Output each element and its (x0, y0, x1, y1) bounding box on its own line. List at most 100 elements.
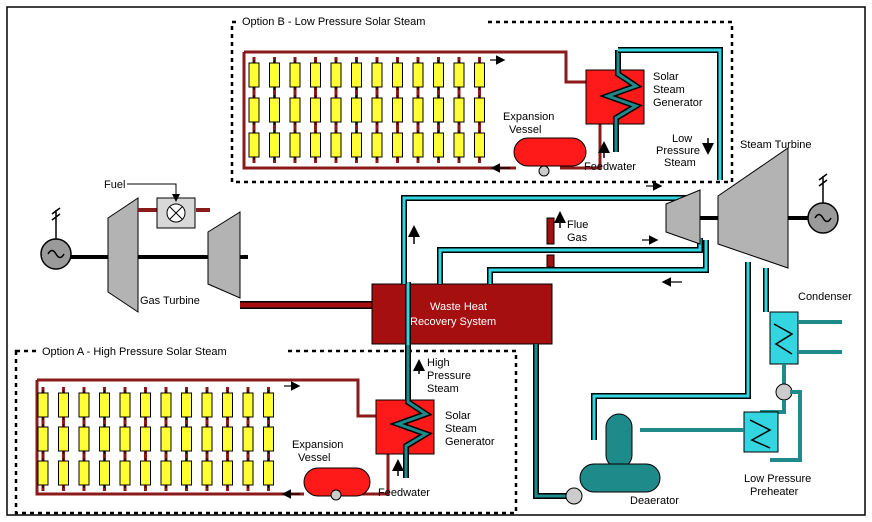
solar-collector-tube (392, 94, 403, 126)
svg-text:Waste Heat: Waste Heat (430, 301, 487, 313)
solar-collector-tube (248, 94, 260, 126)
steam-turbine (717, 147, 789, 269)
solar-collector-tube (330, 94, 342, 126)
solar-collector-tube (78, 457, 90, 489)
svg-text:Generator: Generator (653, 97, 703, 109)
option-b-solar-field (242, 50, 590, 170)
generator-icon (807, 202, 839, 234)
solar-collector-tube (371, 94, 383, 126)
svg-text:Feedwater: Feedwater (378, 487, 430, 499)
solar-collector-tube (181, 423, 192, 455)
solar-collector-tube (474, 94, 485, 126)
solar-collector-tube (160, 423, 172, 455)
solar-collector-tube (222, 457, 233, 489)
solar-collector-tube (412, 59, 424, 91)
solar-collector-tube (37, 457, 49, 489)
solar-collector-tube (310, 129, 321, 161)
solar-collector-tube (289, 94, 301, 126)
solar-collector-tube (289, 129, 301, 161)
solar-collector-tube (160, 457, 172, 489)
svg-text:Expansion: Expansion (503, 111, 554, 123)
solar-collector-tube (119, 423, 131, 455)
svg-text:Recovery System: Recovery System (410, 316, 496, 328)
pump-icon (538, 165, 550, 177)
solar-collector-tube (140, 423, 151, 455)
solar-collector-tube (58, 389, 69, 421)
svg-text:Solar: Solar (653, 71, 679, 83)
solar-collector-tube (201, 389, 213, 421)
condenser (769, 311, 799, 365)
solar-collector-tube (248, 59, 260, 91)
solar-collector-tube (160, 389, 172, 421)
pump-icon (565, 487, 583, 505)
flue-stack (546, 217, 555, 245)
outer-frame (6, 6, 866, 516)
solar-collector-tube (269, 59, 280, 91)
solar-collector-tube (371, 129, 383, 161)
gas-turbine-expander (207, 211, 241, 299)
svg-text:Steam: Steam (653, 84, 685, 96)
solar-collector-tube (474, 59, 485, 91)
solar-collector-tube (263, 423, 274, 455)
solar-collector-tube (119, 389, 131, 421)
svg-text:Vessel: Vessel (509, 124, 541, 136)
solar-collector-tube (392, 129, 403, 161)
solar-collector-tube (222, 423, 233, 455)
solar-collector-tube (181, 457, 192, 489)
solar-collector-tube (99, 457, 110, 489)
solar-collector-tube (58, 423, 69, 455)
solar-collector-tube (99, 389, 110, 421)
pump-icon (330, 489, 342, 501)
solar-collector-tube (248, 129, 260, 161)
option-a-title: Option A - High Pressure Solar Steam (42, 346, 227, 358)
svg-text:Fuel: Fuel (104, 179, 125, 191)
solar-collector-tube (433, 129, 444, 161)
solar-collector-tube (310, 59, 321, 91)
svg-text:Steam: Steam (664, 157, 696, 169)
solar-collector-tube (453, 59, 465, 91)
solar-collector-tube (58, 457, 69, 489)
waste-heat-recovery-system (371, 283, 553, 345)
solar-collector-tube (99, 423, 110, 455)
svg-text:Flue: Flue (567, 219, 588, 231)
solar-collector-tube (222, 389, 233, 421)
svg-text:Condenser: Condenser (798, 291, 852, 303)
solar-collector-tube (201, 457, 213, 489)
hp-steam-turbine (665, 189, 701, 245)
solar-collector-tube (351, 94, 362, 126)
solar-collector-tube (242, 423, 254, 455)
svg-text:Pressure: Pressure (427, 370, 471, 382)
svg-text:Low Pressure: Low Pressure (744, 473, 811, 485)
solar-collector-tube (263, 457, 274, 489)
svg-text:Steam: Steam (445, 423, 477, 435)
solar-collector-tube (330, 59, 342, 91)
svg-text:Generator: Generator (445, 436, 495, 448)
solar-collector-tube (181, 389, 192, 421)
solar-collector-tube (412, 129, 424, 161)
option-b-expansion-vessel (513, 137, 587, 167)
solar-collector-tube (412, 94, 424, 126)
solar-collector-tube (392, 59, 403, 91)
fuel-valve-icon (166, 203, 186, 223)
svg-text:Steam Turbine: Steam Turbine (740, 139, 812, 151)
solar-collector-tube (269, 129, 280, 161)
option-a-solar-field (35, 378, 378, 496)
svg-text:High: High (427, 357, 450, 369)
solar-collector-tube (242, 457, 254, 489)
solar-collector-tube (263, 389, 274, 421)
svg-text:Feedwater: Feedwater (584, 161, 636, 173)
solar-collector-tube (242, 389, 254, 421)
solar-collector-tube (37, 423, 49, 455)
solar-collector-tube (453, 94, 465, 126)
solar-collector-tube (269, 94, 280, 126)
solar-collector-tube (78, 389, 90, 421)
svg-text:Steam: Steam (427, 383, 459, 395)
solar-collector-tube (140, 389, 151, 421)
solar-collector-tube (140, 457, 151, 489)
solar-collector-tube (78, 423, 90, 455)
svg-text:Solar: Solar (445, 410, 471, 422)
solar-collector-tube (433, 94, 444, 126)
right-generator (807, 173, 839, 234)
solar-collector-tube (119, 457, 131, 489)
solar-collector-tube (351, 59, 362, 91)
